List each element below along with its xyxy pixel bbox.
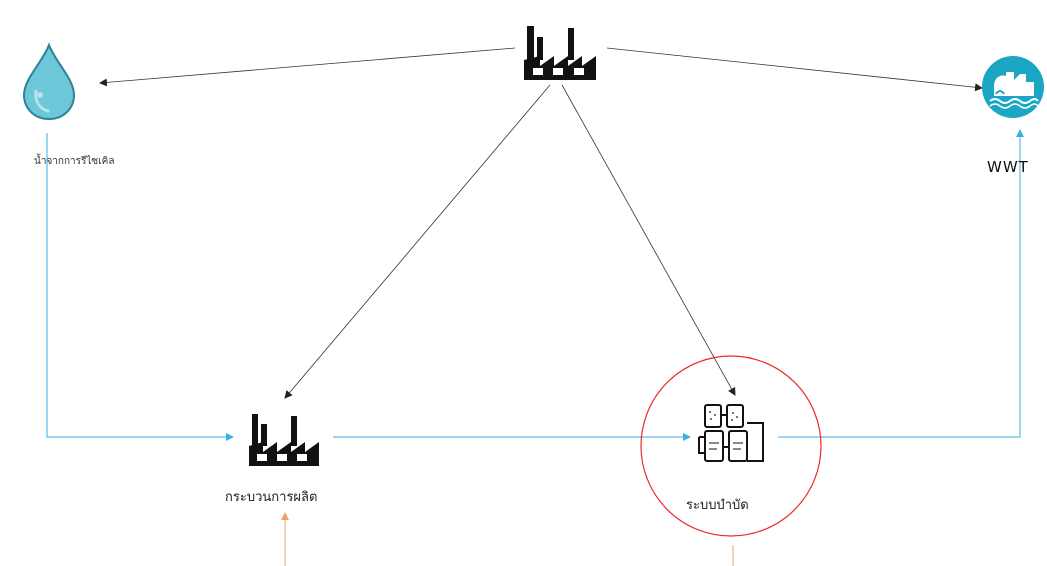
control-to-water [99,47,516,87]
treatment-tanks-icon[interactable] [698,404,764,462]
control-to-production [284,84,551,399]
wwt-label: WWT [987,158,1029,176]
production-factory-icon[interactable] [249,414,319,466]
water-drop-icon[interactable] [22,42,76,121]
factory-icon[interactable] [524,26,596,80]
input-lines [281,512,734,566]
control-lines [99,47,983,399]
wastewater-plant-icon[interactable] [982,56,1044,118]
water-source-label: น้ำจากการรีไซเคิล [34,156,115,167]
treatment-label: ระบบบำบัด [686,498,749,513]
production-label: กระบวนการผลิต [225,490,318,505]
flow-treatment-to-wwt [778,129,1024,438]
flow-water-to-production [46,133,234,441]
control-to-treatment [561,84,736,396]
flow-lines [46,129,1024,441]
control-to-wwt [606,47,983,92]
treatment-highlight-circle [640,355,822,537]
